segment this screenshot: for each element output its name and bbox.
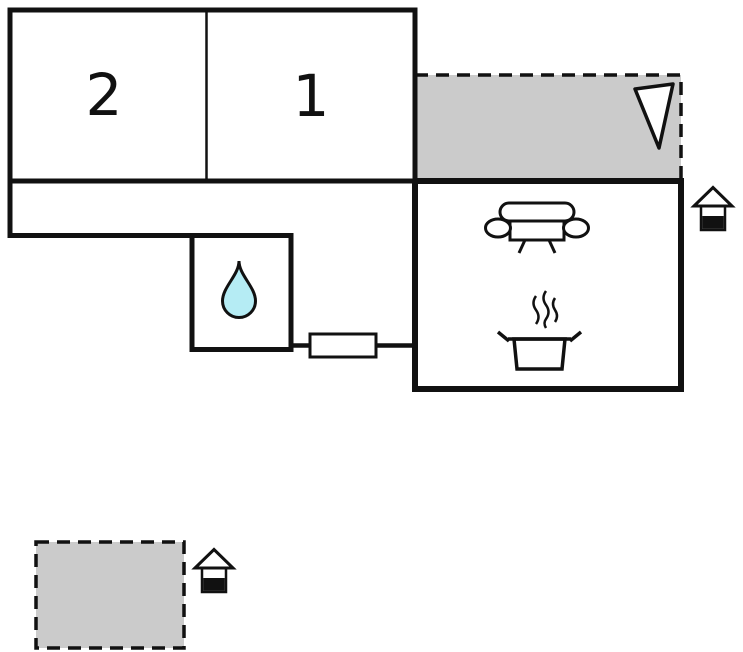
- hallway: [7, 181, 292, 238]
- entrance-house-icon: [692, 186, 734, 232]
- terrace-top: [413, 73, 683, 183]
- pot-handles: [496, 330, 583, 343]
- corridor: [291, 332, 417, 359]
- room-1-label: 1: [293, 62, 330, 130]
- terrace-bottom: [34, 540, 186, 650]
- door-window-symbol: [308, 332, 378, 359]
- hallway-walls: [7, 181, 292, 238]
- steam-line: [551, 297, 559, 323]
- sofa-icon: [484, 201, 590, 254]
- entrance-house-icon: [193, 548, 235, 594]
- terrace-triangle-icon: [633, 82, 675, 150]
- pot-body: [512, 337, 567, 371]
- living-room: [412, 178, 684, 392]
- cooking-pot-icon: [496, 290, 583, 371]
- bedrooms-outline-wall: [7, 7, 418, 184]
- bedrooms: 2 1: [7, 7, 418, 184]
- room-2-label: 2: [86, 61, 123, 129]
- steam-line: [542, 290, 550, 329]
- water-drop-icon: [220, 260, 258, 319]
- steam-line: [532, 295, 540, 325]
- bathroom: [189, 233, 294, 352]
- terrace-bottom-area: [34, 540, 186, 650]
